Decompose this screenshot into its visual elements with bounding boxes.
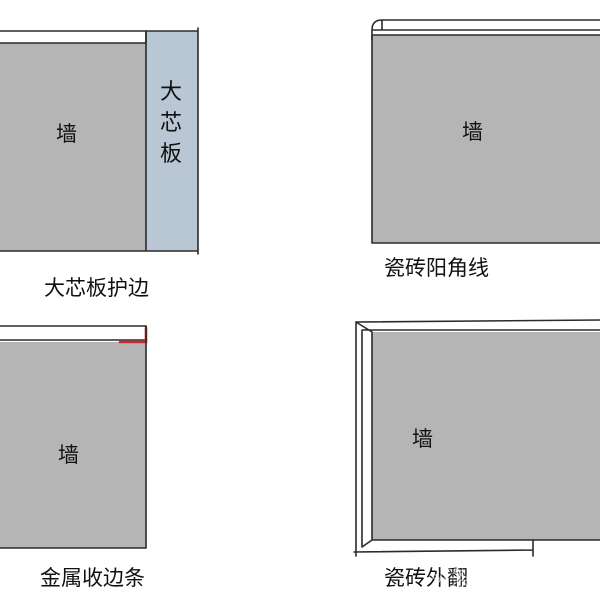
corner-trim (371, 19, 600, 41)
panel-caption: 瓷砖阳角线 (384, 256, 489, 280)
wall-block (372, 35, 600, 243)
panel-tile-outward-fold: 墙 瓷砖外翻 头条号/小未来央初品 (353, 319, 600, 590)
panel-caption: 金属收边条 (40, 566, 145, 590)
wall-label: 墙 (462, 120, 483, 144)
wall-block (0, 43, 146, 251)
top-edge-board (0, 30, 147, 44)
watermark: 头条号/小未来央初品 (430, 566, 600, 590)
tile-edge-inner (355, 321, 600, 548)
panel-tile-corner-trim: 墙 瓷砖阳角线 (371, 19, 600, 280)
wall-block (0, 342, 146, 548)
panel-caption: 大芯板护边 (44, 276, 149, 300)
wall-label: 墙 (58, 443, 79, 467)
wall-outline (0, 27, 199, 255)
tile-edge-outer (353, 319, 600, 557)
wall-block (372, 332, 600, 540)
board-label-char-2: 芯 (160, 111, 182, 136)
panel-metal-edge-strip: 墙 金属收边条 (0, 325, 148, 590)
core-board-strip (146, 31, 198, 251)
top-edge-board (0, 325, 147, 341)
panel-core-board-edge: 墙 大 芯 板 大芯板护边 (0, 27, 199, 300)
wall-outline (371, 34, 600, 244)
wall-label: 墙 (412, 427, 433, 451)
panel-caption: 瓷砖外翻 (384, 566, 468, 590)
wall-outline (0, 325, 147, 549)
board-label-char-3: 板 (160, 142, 182, 167)
board-label-char-1: 大 (160, 80, 182, 105)
wall-label: 墙 (56, 122, 77, 146)
